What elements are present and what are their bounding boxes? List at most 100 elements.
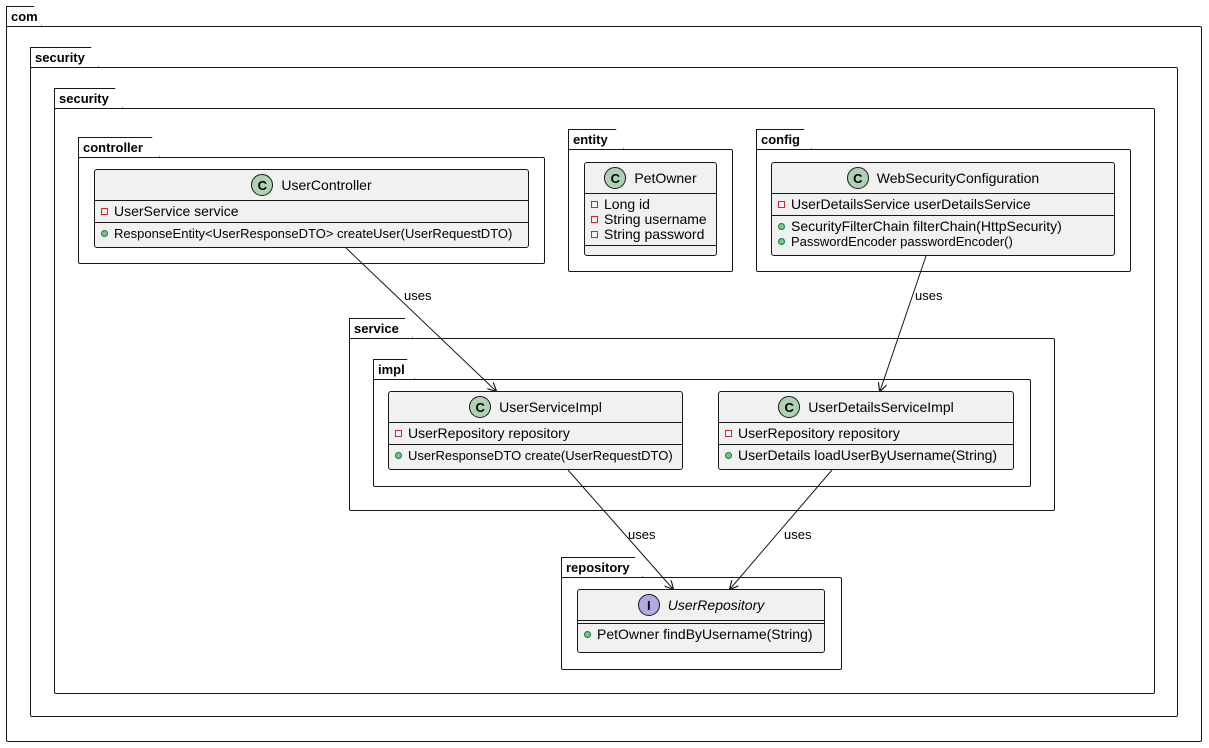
field-text: String username	[604, 211, 707, 227]
private-icon	[778, 201, 785, 208]
class-user-controller[interactable]: C UserController UserService service Res…	[94, 169, 529, 248]
relation-label: uses	[404, 288, 432, 303]
package-label-entity: entity	[573, 132, 608, 147]
methods-section: UserDetails loadUserByUsername(String)	[719, 445, 1013, 466]
package-label-controller: controller	[83, 140, 143, 155]
field-row: String username	[591, 212, 710, 227]
package-tab-repository: repository	[561, 557, 643, 578]
interface-user-repository[interactable]: I UserRepository PetOwner findByUsername…	[577, 589, 825, 653]
relation-label: uses	[915, 288, 943, 303]
private-icon	[591, 231, 598, 238]
private-icon	[101, 208, 108, 215]
relation-usercontroller-userserviceimpl	[345, 247, 496, 391]
method-row: PetOwner findByUsername(String)	[584, 627, 818, 642]
methods-section: ResponseEntity<UserResponseDTO> createUs…	[95, 223, 528, 244]
method-row: ResponseEntity<UserResponseDTO> createUs…	[101, 226, 522, 241]
public-icon	[584, 631, 591, 638]
package-label-impl: impl	[378, 362, 405, 377]
package-tab-security-inner: security	[54, 88, 123, 109]
class-name: UserRepository	[667, 597, 765, 613]
private-icon	[591, 201, 598, 208]
package-label-security-outer: security	[35, 50, 85, 65]
field-row: UserService service	[101, 204, 522, 219]
class-name: WebSecurityConfiguration	[876, 170, 1040, 186]
public-icon	[101, 230, 108, 237]
method-row: UserResponseDTO create(UserRequestDTO)	[395, 448, 676, 463]
package-tab-entity: entity	[568, 129, 624, 150]
method-row: UserDetails loadUserByUsername(String)	[725, 448, 1007, 463]
field-row: String password	[591, 227, 710, 242]
package-label-security-inner: security	[59, 91, 109, 106]
method-text: ResponseEntity<UserResponseDTO> createUs…	[114, 226, 513, 241]
package-tab-config: config	[756, 129, 812, 150]
class-header: C UserServiceImpl	[389, 392, 682, 423]
method-text: PetOwner findByUsername(String)	[597, 626, 813, 642]
relation-label: uses	[628, 527, 656, 542]
class-user-service-impl[interactable]: C UserServiceImpl UserRepository reposit…	[388, 391, 683, 470]
field-row: UserRepository repository	[725, 426, 1007, 441]
class-c-icon: C	[846, 167, 869, 189]
relation-label: uses	[784, 527, 812, 542]
fields-section	[578, 621, 824, 624]
method-text: UserDetails loadUserByUsername(String)	[738, 447, 998, 463]
field-text: Long id	[604, 196, 650, 212]
package-label-service: service	[354, 321, 399, 336]
class-user-details-service-impl[interactable]: C UserDetailsServiceImpl UserRepository …	[718, 391, 1014, 470]
methods-section: PetOwner findByUsername(String)	[578, 624, 824, 645]
class-header: C PetOwner	[585, 163, 716, 194]
method-text: PasswordEncoder passwordEncoder()	[791, 234, 1013, 249]
interface-i-icon: I	[637, 594, 660, 616]
public-icon	[395, 452, 402, 459]
relation-userserviceimpl-userrepository	[567, 469, 673, 589]
class-pet-owner[interactable]: C PetOwner Long id String username Strin…	[584, 162, 717, 256]
methods-section: SecurityFilterChain filterChain(HttpSecu…	[772, 216, 1114, 252]
field-row: Long id	[591, 197, 710, 212]
package-tab-controller: controller	[78, 137, 160, 158]
package-tab-impl: impl	[373, 359, 415, 380]
class-c-icon: C	[604, 167, 627, 189]
field-text: UserRepository repository	[738, 425, 900, 441]
class-web-security-configuration[interactable]: C WebSecurityConfiguration UserDetailsSe…	[771, 162, 1115, 256]
class-header: C UserDetailsServiceImpl	[719, 392, 1013, 423]
field-text: UserDetailsService userDetailsService	[791, 196, 1031, 212]
class-name: PetOwner	[634, 170, 697, 186]
method-text: UserResponseDTO create(UserRequestDTO)	[408, 448, 673, 463]
fields-section: UserDetailsService userDetailsService	[772, 194, 1114, 216]
private-icon	[591, 216, 598, 223]
class-name: UserDetailsServiceImpl	[808, 399, 954, 415]
method-row: SecurityFilterChain filterChain(HttpSecu…	[778, 219, 1108, 234]
class-header: C UserController	[95, 170, 528, 201]
package-label-com: com	[11, 9, 38, 24]
method-row: PasswordEncoder passwordEncoder()	[778, 234, 1108, 249]
class-header: C WebSecurityConfiguration	[772, 163, 1114, 194]
public-icon	[778, 223, 785, 230]
class-name: UserServiceImpl	[499, 399, 602, 415]
fields-section: UserService service	[95, 201, 528, 223]
field-text: String password	[604, 226, 705, 242]
field-text: UserService service	[114, 203, 239, 219]
fields-section: UserRepository repository	[719, 423, 1013, 445]
class-c-icon: C	[469, 396, 492, 418]
field-row: UserRepository repository	[395, 426, 676, 441]
private-icon	[725, 430, 732, 437]
field-row: UserDetailsService userDetailsService	[778, 197, 1108, 212]
methods-section: UserResponseDTO create(UserRequestDTO)	[389, 445, 682, 466]
public-icon	[778, 238, 785, 245]
field-text: UserRepository repository	[408, 425, 570, 441]
fields-section: UserRepository repository	[389, 423, 682, 445]
class-c-icon: C	[251, 174, 274, 196]
package-tab-service: service	[349, 318, 413, 339]
relation-websecurityconfiguration-userdetailsserviceimpl	[880, 255, 927, 391]
relation-userdetailsserviceimpl-userrepository	[730, 469, 833, 589]
package-label-repository: repository	[566, 560, 630, 575]
private-icon	[395, 430, 402, 437]
class-name: UserController	[281, 177, 372, 193]
package-tab-security-outer: security	[30, 47, 99, 68]
class-header: I UserRepository	[578, 590, 824, 621]
fields-section: Long id String username String password	[585, 194, 716, 246]
method-text: SecurityFilterChain filterChain(HttpSecu…	[791, 218, 1062, 234]
public-icon	[725, 452, 732, 459]
package-label-config: config	[761, 132, 800, 147]
class-c-icon: C	[778, 396, 801, 418]
